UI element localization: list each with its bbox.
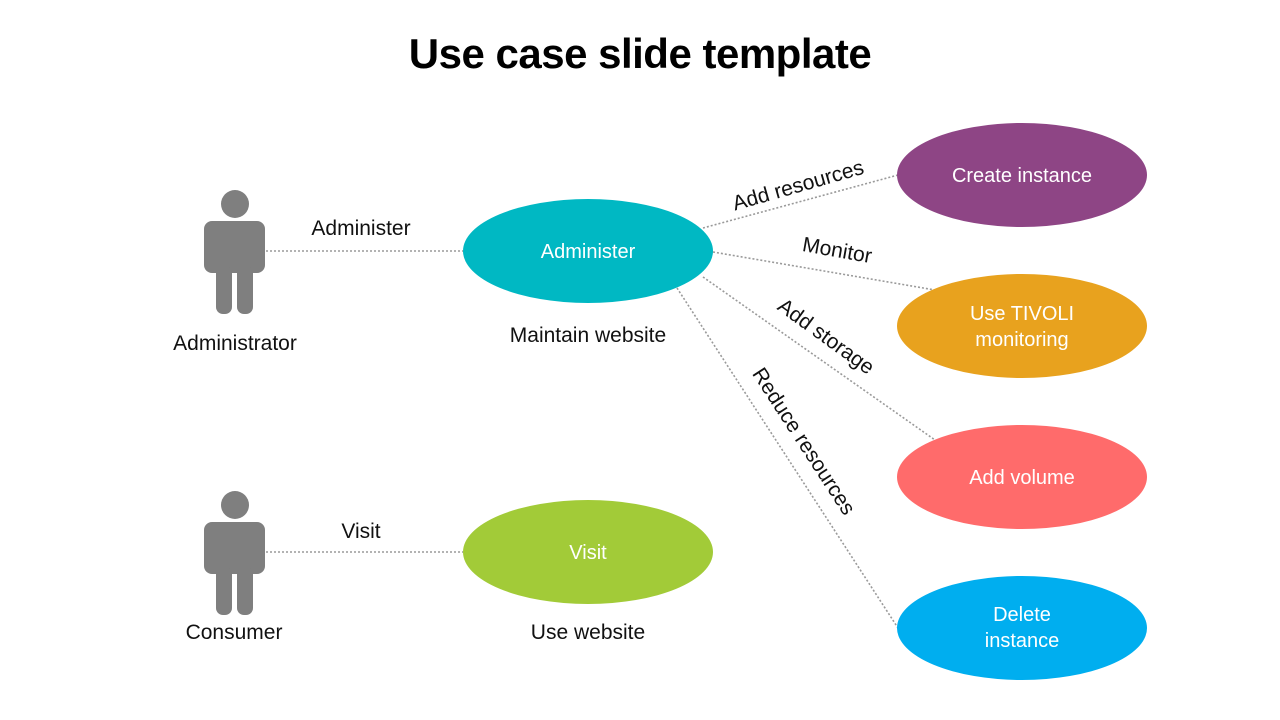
delete-instance-use-case — [897, 576, 1147, 680]
add-resources-line — [702, 174, 899, 229]
delete-instance-label-line2: instance — [985, 630, 1060, 652]
visit-use-case-label: Visit — [569, 542, 607, 564]
create-instance-use-case — [897, 123, 1147, 227]
add-volume-label: Add volume — [969, 467, 1075, 489]
visit-association-label: Visit — [341, 520, 380, 543]
monitor-label: Monitor — [801, 233, 874, 268]
administer-association-label: Administer — [311, 217, 410, 240]
add-resources-label: Add resources — [730, 156, 867, 215]
reduce-resources-label: Reduce resources — [747, 364, 859, 519]
visit-caption: Use website — [531, 621, 645, 644]
delete-instance-label-line1: Delete — [993, 604, 1051, 626]
create-instance-label: Create instance — [952, 165, 1092, 187]
reduce-resources-line — [676, 287, 899, 629]
slide-title: Use case slide template — [408, 30, 872, 77]
use-tivoli-label-line1: Use TIVOLI — [970, 303, 1074, 325]
visit-use-case — [463, 500, 713, 604]
administer-use-case-label: Administer — [541, 241, 636, 263]
monitor-line — [712, 251, 936, 291]
add-volume-use-case — [897, 425, 1147, 529]
use-tivoli-label-line2: monitoring — [975, 329, 1068, 351]
add-storage-line — [702, 276, 936, 441]
administrator-actor-icon — [204, 190, 265, 314]
administer-caption: Maintain website — [510, 324, 666, 347]
consumer-actor-icon — [204, 491, 265, 615]
consumer-label: Consumer — [186, 621, 283, 644]
administer-use-case — [463, 199, 713, 303]
use-tivoli-use-case — [897, 274, 1147, 378]
administrator-label: Administrator — [173, 332, 297, 355]
